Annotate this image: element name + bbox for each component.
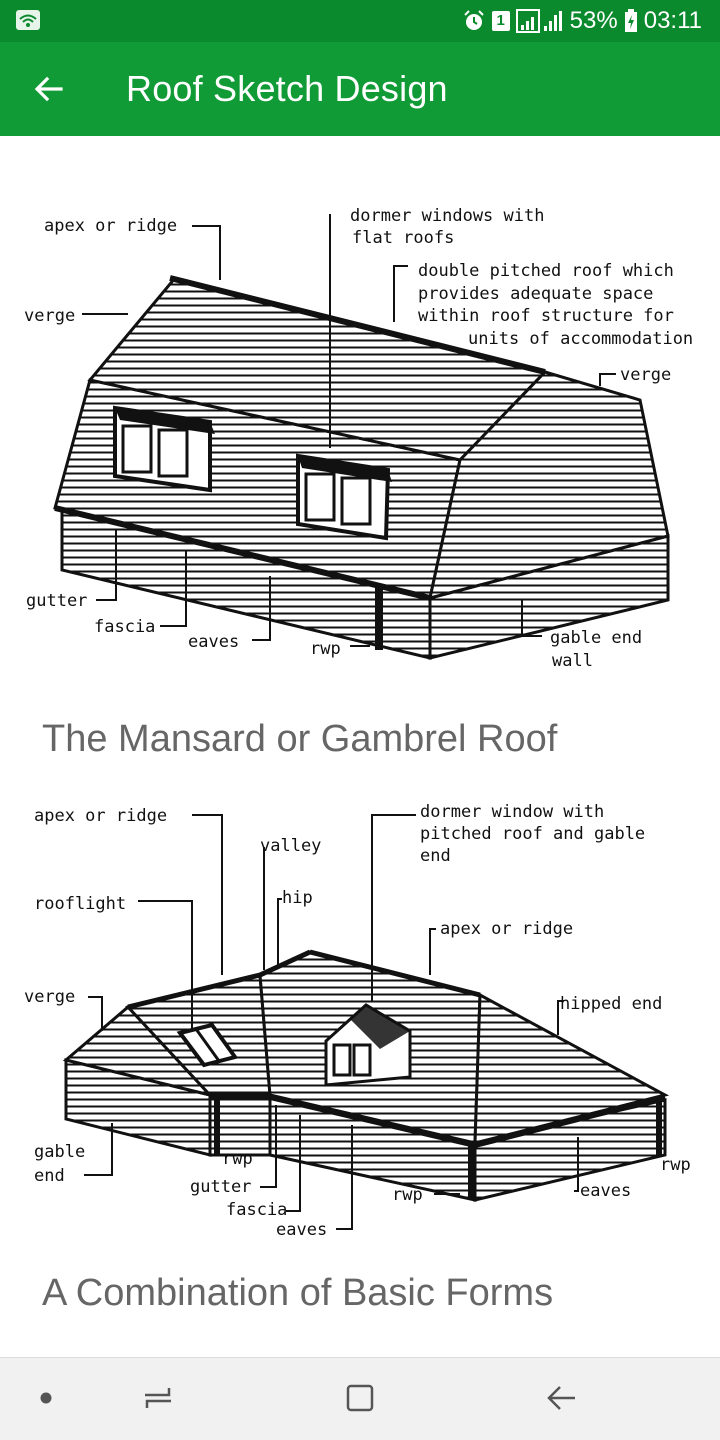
label-double-1: double pitched roof which — [418, 261, 674, 281]
mansard-roof-drawing: apex or ridge dormer windows with flat r… — [24, 206, 693, 671]
back-icon — [547, 1386, 575, 1410]
recent-apps-icon — [145, 1388, 171, 1408]
label-hipped-end: hipped end — [560, 994, 662, 1014]
wifi-icon — [16, 10, 40, 30]
label-eaves-right: eaves — [580, 1181, 631, 1201]
caption-combination-roof: A Combination of Basic Forms — [42, 1272, 554, 1314]
label-apex-or-ridge: apex or ridge — [44, 216, 177, 236]
label-rooflight: rooflight — [34, 894, 126, 914]
back-button[interactable] — [26, 66, 72, 112]
combination-roof-illustration: apex or ridge valley dormer window with … — [20, 795, 700, 1245]
label-double-3: within roof structure for — [418, 306, 674, 326]
status-bar: 1 53% 03:11 — [0, 0, 720, 42]
label-verge-right: verge — [620, 365, 671, 385]
label-rwp-right: rwp — [660, 1155, 691, 1175]
label-fascia: fascia — [226, 1200, 287, 1220]
label-gable-2: end — [34, 1166, 65, 1186]
label-gable-1: gable end — [550, 628, 642, 648]
recent-apps-button[interactable] — [138, 1378, 178, 1418]
label-dormer-2: pitched roof and gable — [420, 824, 645, 844]
label-dormer-3: end — [420, 846, 451, 866]
label-dormer-1: dormer window with — [420, 802, 604, 822]
label-fascia: fascia — [94, 617, 155, 637]
label-dormer-2: flat roofs — [352, 228, 454, 248]
label-double-4: units of accommodation — [468, 329, 693, 349]
battery-icon — [624, 9, 637, 32]
label-rwp-left: rwp — [222, 1149, 253, 1169]
page-title: Roof Sketch Design — [126, 68, 448, 109]
label-apex-or-ridge-left: apex or ridge — [34, 806, 167, 826]
label-eaves-bottom: eaves — [276, 1220, 327, 1240]
arrow-left-icon — [34, 76, 63, 102]
back-nav-button[interactable] — [542, 1378, 582, 1418]
label-apex-or-ridge-right: apex or ridge — [440, 919, 573, 939]
signal-icon — [515, 9, 562, 33]
label-dormer-1: dormer windows with — [350, 206, 544, 226]
label-double-2: provides adequate space — [418, 284, 653, 304]
home-button[interactable] — [340, 1378, 380, 1418]
label-verge: verge — [24, 987, 75, 1007]
label-hip: hip — [282, 888, 313, 908]
mansard-roof-illustration: apex or ridge dormer windows with flat r… — [20, 190, 700, 690]
label-gable-2: wall — [552, 651, 593, 671]
navigation-bar — [0, 1357, 720, 1440]
nav-dot-button[interactable] — [26, 1378, 66, 1418]
sim-icon: 1 — [491, 11, 510, 31]
label-gable-1: gable — [34, 1142, 85, 1162]
caption-mansard-roof: The Mansard or Gambrel Roof — [42, 718, 558, 760]
combination-roof-drawing: apex or ridge valley dormer window with … — [24, 802, 691, 1240]
battery-percent: 53% — [569, 7, 618, 34]
dot-icon — [40, 1392, 52, 1404]
home-icon — [346, 1384, 374, 1412]
app-bar: Roof Sketch Design — [0, 42, 720, 136]
label-rwp: rwp — [310, 639, 341, 659]
label-valley: valley — [260, 836, 321, 856]
alarm-icon — [463, 10, 484, 30]
label-gutter: gutter — [190, 1177, 251, 1197]
label-eaves: eaves — [188, 632, 239, 652]
label-verge-left: verge — [24, 306, 75, 326]
label-gutter: gutter — [26, 591, 87, 611]
status-time: 03:11 — [643, 7, 702, 34]
label-rwp-mid: rwp — [392, 1185, 423, 1205]
